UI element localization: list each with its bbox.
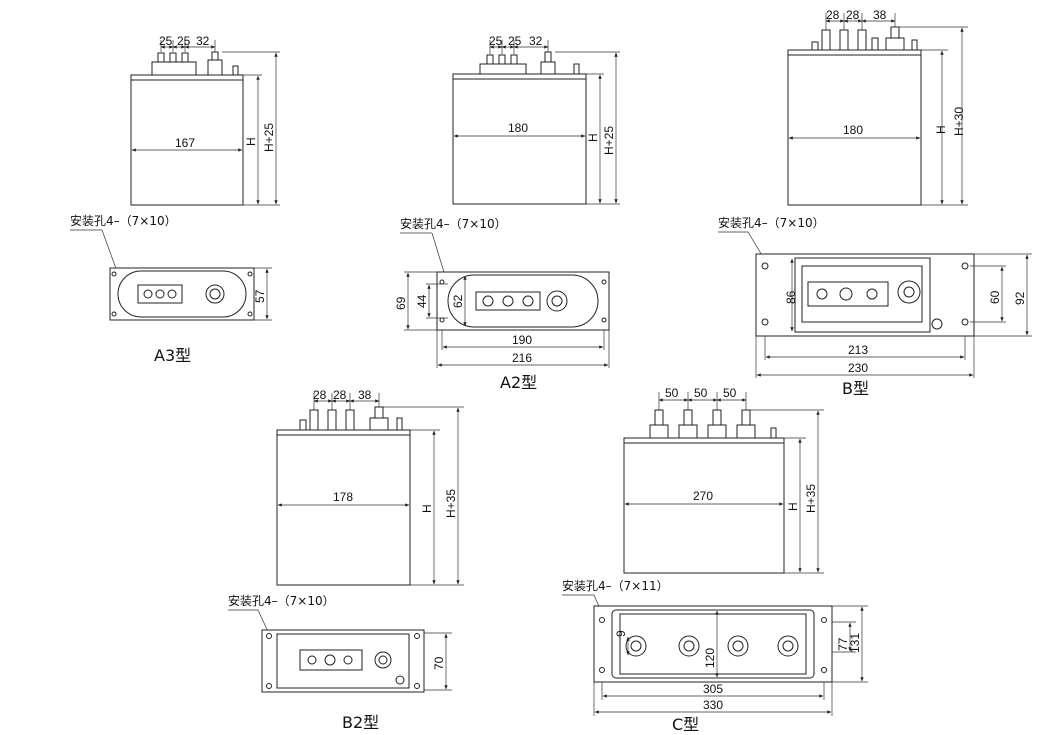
a3-front-view: 25 25 32 167 H H+25	[130, 34, 280, 206]
a2-base-width: 216	[512, 351, 532, 365]
c-pitch-2: 50	[694, 386, 708, 400]
b2-front-view: 28 28 38 178 H H+35	[276, 388, 464, 586]
b-height-total: H+30	[952, 107, 966, 136]
a2-hole-note: 安装孔4–（7×10）	[400, 216, 507, 231]
b2-height-total: H+35	[444, 489, 458, 518]
a2-base-inner-height: 44	[415, 294, 429, 308]
c-terminal-offset: 9	[614, 630, 628, 637]
b-hole-note: 安装孔4–（7×10）	[718, 215, 825, 230]
c-width: 270	[693, 489, 713, 503]
c-label: C型	[672, 715, 699, 734]
b-width: 180	[843, 123, 863, 137]
a3-base-height: 57	[253, 289, 267, 303]
b-pitch-1: 28	[826, 8, 840, 22]
c-base-view: 安装孔4–（7×11） 9 120 77 131	[562, 578, 868, 734]
b-front-view: 28 28 38 180 H H+30	[787, 8, 968, 206]
a3-width: 167	[175, 136, 195, 150]
a2-width: 180	[508, 121, 528, 135]
b-base-depth: 92	[1013, 291, 1027, 305]
c-height-total: H+35	[804, 484, 818, 513]
b-pitch-3: 38	[873, 8, 887, 22]
b2-height: H	[420, 504, 434, 513]
b2-pitch-3: 38	[358, 388, 372, 402]
a2-height-total: H+25	[602, 126, 616, 155]
b2-label: B2型	[342, 713, 379, 732]
b2-base-height: 70	[432, 656, 446, 670]
b-base-view: 安装孔4–（7×10） 86 60 92 213 230 B型	[718, 215, 1032, 398]
c-base-width: 330	[703, 698, 723, 712]
a2-hole-spacing: 190	[512, 333, 532, 347]
b-base-width: 230	[848, 361, 868, 375]
b2-hole-note: 安装孔4–（7×10）	[228, 593, 335, 608]
a3-pitch-2: 25	[177, 34, 191, 48]
b2-pitch-2: 28	[333, 388, 347, 402]
a2-front-view: 25 25 32 180 H H+25	[452, 34, 620, 205]
b-pitch-2: 28	[846, 8, 860, 22]
a3-pitch-3: 32	[196, 34, 210, 48]
b-label: B型	[842, 379, 869, 398]
b2-width: 178	[333, 490, 353, 504]
a3-pitch-1: 25	[159, 34, 173, 48]
a2-height: H	[586, 133, 600, 142]
c-hole-note: 安装孔4–（7×11）	[562, 578, 669, 593]
c-terminal-span: 120	[703, 648, 717, 668]
c-pitch-1: 50	[665, 386, 679, 400]
a2-base-outer-height: 69	[394, 296, 408, 310]
c-front-view: 50 50 50 270 H H+35	[623, 386, 824, 574]
a3-base-view: 安装孔4–（7×10） 57 A3型	[70, 213, 272, 365]
a2-base-view: 安装孔4–（7×10） 69 44 62 190 216 A2型	[394, 216, 610, 392]
a2-body-depth: 62	[451, 294, 465, 308]
a2-pitch-3: 32	[529, 34, 543, 48]
b-hole-spacing: 213	[848, 343, 868, 357]
b2-base-view: 安装孔4–（7×10） 70 B2型	[228, 593, 452, 732]
a2-label: A2型	[500, 373, 537, 392]
c-height: H	[786, 502, 800, 511]
a3-hole-note: 安装孔4–（7×10）	[70, 213, 177, 228]
a2-pitch-1: 25	[489, 34, 503, 48]
a3-height: H	[244, 137, 258, 146]
b-hole-vertical: 60	[988, 290, 1002, 304]
c-base-outer: 131	[848, 633, 862, 653]
b2-pitch-1: 28	[313, 388, 327, 402]
a3-height-total: H+25	[262, 123, 276, 152]
a2-pitch-2: 25	[508, 34, 522, 48]
c-hole-spacing: 305	[703, 682, 723, 696]
b-height: H	[934, 125, 948, 134]
b-body-depth: 86	[784, 290, 798, 304]
c-base-inner: 77	[836, 637, 850, 651]
c-pitch-3: 50	[723, 386, 737, 400]
a3-label: A3型	[154, 346, 191, 365]
